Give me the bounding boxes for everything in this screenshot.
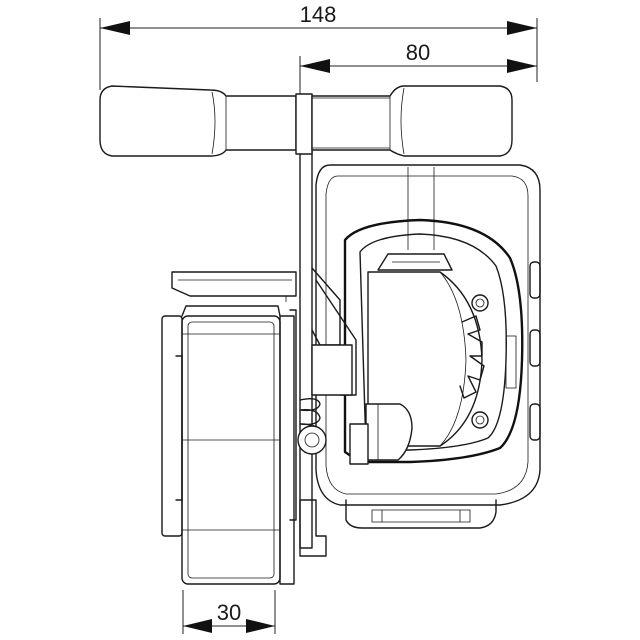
dimension-handle-offset: 80 [299, 40, 537, 100]
dimension-label-80: 80 [406, 40, 430, 65]
brake-knob [349, 403, 413, 465]
winch-housing [315, 164, 541, 529]
dimension-drum-width: 30 [182, 590, 276, 634]
side-plate [289, 94, 357, 557]
gear-mechanism [343, 218, 524, 464]
crank-handle [99, 85, 513, 157]
dimension-label-148: 148 [300, 2, 337, 27]
top-guide [171, 271, 297, 302]
dimension-label-30: 30 [217, 600, 241, 625]
strap-drum [161, 305, 295, 585]
dimension-overall-width: 148 [99, 2, 538, 90]
